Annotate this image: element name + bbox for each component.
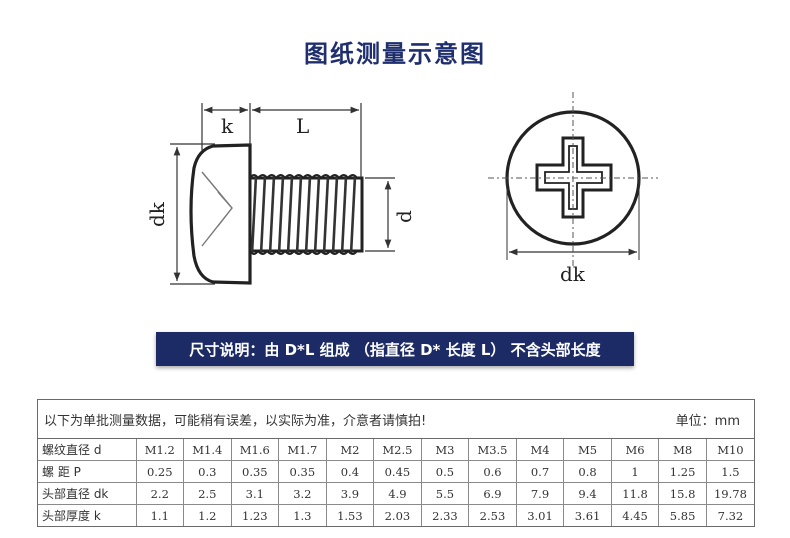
dimension-lines-top (488, 92, 658, 268)
table-cell: M1.2 (135, 439, 185, 461)
table-cell: 0.4 (325, 460, 375, 483)
table-cell: 2.53 (468, 504, 517, 526)
table-cell: M3 (420, 439, 470, 461)
table-cell: 0.35 (278, 460, 327, 483)
table-cell: 2.33 (420, 504, 470, 526)
table-cell: 0.5 (420, 460, 470, 483)
table-cell: 3.01 (515, 504, 565, 526)
table-cell: 2.03 (373, 504, 422, 526)
table-cell: M6 (610, 439, 660, 461)
table-cell: 1.2 (183, 504, 232, 526)
disclaimer-text: 以下为单批测量数据，可能稍有误差，以实际为准，介意者请慎拍! (44, 413, 427, 429)
screw-side-view (189, 143, 364, 285)
spec-table-panel: 以下为单批测量数据，可能稍有误差，以实际为准，介意者请慎拍! 单位：mm 螺纹直… (37, 399, 755, 527)
table-cell: 3.1 (230, 482, 280, 505)
table-cell: 3.61 (563, 504, 612, 526)
screw-head-outline (189, 143, 252, 285)
table-cell: M5 (563, 439, 612, 461)
table-cell: 6.9 (468, 482, 517, 505)
table-cell: 1.5 (705, 460, 754, 483)
table-cell: M10 (705, 439, 754, 461)
table-cell: 0.3 (183, 460, 232, 483)
table-cell: 0.7 (515, 460, 565, 483)
table-cell: M1.6 (230, 439, 280, 461)
table-cell: 2.2 (135, 482, 185, 505)
table-cell: 1.25 (658, 460, 707, 483)
table-cell: 1.53 (325, 504, 375, 526)
table-cell: 7.9 (515, 482, 565, 505)
table-cell: M2.5 (373, 439, 422, 461)
table-cell: M1.4 (183, 439, 232, 461)
label-d: d (392, 210, 416, 223)
table-cell: 3.2 (278, 482, 327, 505)
row-label: 螺纹直径 d (38, 439, 137, 461)
table-cell: 1.23 (230, 504, 280, 526)
thread-lines (250, 175, 357, 255)
table-cell: 4.45 (610, 504, 660, 526)
label-dk-right: dk (560, 262, 586, 286)
table-cell: 5.85 (658, 504, 707, 526)
table-cell: 5.5 (420, 482, 470, 505)
row-label: 螺 距 P (38, 460, 137, 483)
row-label: 头部直径 dk (38, 482, 137, 505)
spec-table-header: 以下为单批测量数据，可能稍有误差，以实际为准，介意者请慎拍! 单位：mm (38, 400, 754, 439)
table-cell: 0.45 (373, 460, 422, 483)
table-cell: 1.1 (135, 504, 185, 526)
table-cell: 0.8 (563, 460, 612, 483)
label-dk-left: dk (145, 201, 169, 227)
table-cell: 0.6 (468, 460, 517, 483)
table-cell: M2 (325, 439, 375, 461)
label-k: k (221, 114, 234, 138)
thread-crest-top (249, 174, 362, 180)
head-recess-lines (201, 171, 233, 247)
table-cell: 4.9 (373, 482, 422, 505)
table-cell: 0.25 (135, 460, 185, 483)
table-cell: 11.8 (610, 482, 660, 505)
table-cell: 3.9 (325, 482, 375, 505)
table-cell: M1.7 (278, 439, 327, 461)
table-cell: 15.8 (658, 482, 707, 505)
table-cell: 19.78 (705, 482, 754, 505)
table-cell: 1 (610, 460, 660, 483)
label-L: L (296, 114, 309, 138)
screw-measurement-diagram: k L dk d dk (145, 92, 658, 286)
table-cell: 0.35 (230, 460, 280, 483)
table-cell: M4 (515, 439, 565, 461)
size-note-banner: 尺寸说明：由 D*L 组成 （指直径 D* 长度 L） 不含头部长度 (156, 332, 634, 366)
table-cell: 7.32 (705, 504, 754, 526)
table-cell: M3.5 (468, 439, 517, 461)
thread-crest-bottom (249, 249, 362, 255)
table-cell: M8 (658, 439, 707, 461)
page-title: 图纸测量示意图 (304, 40, 486, 68)
table-cell: 2.5 (183, 482, 232, 505)
phillips-cross-inner (544, 145, 603, 210)
dimension-lines-side (170, 103, 395, 285)
row-label: 头部厚度 k (38, 504, 137, 526)
unit-text: 单位：mm (675, 413, 740, 429)
table-cell: 1.3 (278, 504, 327, 526)
table-cell: 9.4 (563, 482, 612, 505)
